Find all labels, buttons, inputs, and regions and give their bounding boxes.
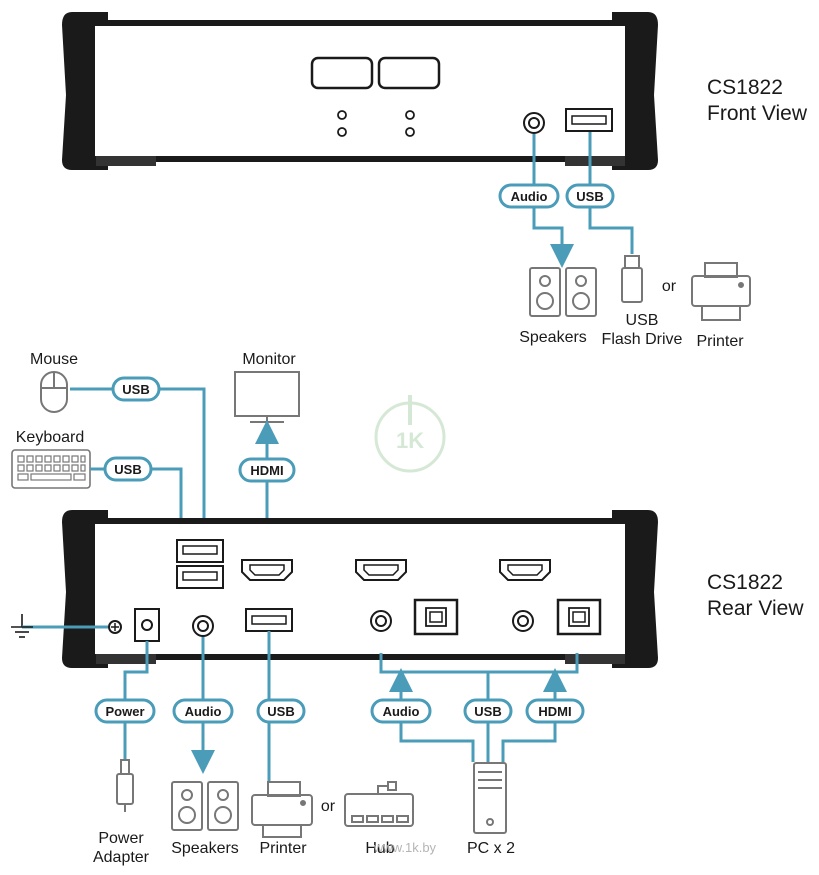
- badge-power: Power: [94, 698, 156, 724]
- svg-text:USB: USB: [267, 704, 294, 719]
- badge-usb-peripheral: USB: [256, 698, 306, 724]
- pc-label: PC x 2: [467, 840, 515, 857]
- pc-tower-icon: [473, 762, 507, 834]
- svg-text:Audio: Audio: [383, 704, 420, 719]
- pc1-audio-jack: [370, 610, 392, 632]
- badge-audio-pc: Audio: [370, 698, 432, 724]
- speakers-label-rear: Speakers: [171, 840, 239, 857]
- pc1-usb-b-port: [413, 598, 459, 636]
- keyboard-icon: [11, 449, 91, 489]
- console-hdmi-port: [241, 559, 293, 581]
- svg-text:USB: USB: [474, 704, 501, 719]
- front-device: [62, 12, 658, 170]
- badge-audio-console: Audio: [172, 698, 234, 724]
- rear-device: [62, 510, 658, 668]
- console-audio-jack: [192, 615, 214, 637]
- printer-label-front: Printer: [696, 333, 744, 350]
- svg-text:HDMI: HDMI: [538, 704, 571, 719]
- svg-text:USB: USB: [122, 382, 149, 397]
- pc2-usb-b-port: [556, 598, 602, 636]
- led-indicator: [405, 110, 415, 120]
- badge-hdmi-monitor: HDMI: [238, 457, 296, 483]
- monitor-label: Monitor: [242, 351, 296, 368]
- usb-flash-drive-label-1: USB: [626, 312, 659, 329]
- badge-hdmi-pc: HDMI: [525, 698, 585, 724]
- front-view-label: Front View: [707, 102, 808, 125]
- rear-view-label: Rear View: [707, 597, 804, 620]
- led-indicator: [337, 127, 347, 137]
- svg-text:1K: 1K: [396, 428, 424, 453]
- mouse-label: Mouse: [30, 351, 78, 368]
- or-text-rear: or: [321, 798, 336, 815]
- or-text-front: or: [662, 278, 677, 295]
- printer-label-rear: Printer: [259, 840, 307, 857]
- pc2-audio-jack: [512, 610, 534, 632]
- svg-text:USB: USB: [576, 189, 603, 204]
- ground-screw: [108, 620, 122, 634]
- front-cables: [532, 132, 634, 268]
- svg-text:Power: Power: [105, 704, 144, 719]
- speakers-icon: [529, 267, 597, 317]
- console-usb-port-1: [176, 539, 224, 563]
- badge-usb-pc: USB: [463, 698, 513, 724]
- front-audio-jack: [523, 112, 545, 134]
- pc1-hdmi-port: [355, 559, 407, 581]
- power-adapter-label-1: Power: [98, 830, 144, 847]
- hub-icon: [344, 781, 414, 827]
- svg-text:Audio: Audio: [511, 189, 548, 204]
- power-adapter-icon: [116, 759, 134, 812]
- svg-text:Audio: Audio: [185, 704, 222, 719]
- speakers-icon: [171, 781, 239, 831]
- badge-usb-front: USB: [565, 183, 615, 209]
- console-usb-port-2: [176, 565, 224, 589]
- printer-icon: [691, 262, 751, 321]
- badge-usb-mouse: USB: [111, 376, 161, 402]
- power-adapter-label-2: Adapter: [93, 849, 150, 866]
- rear-view-model: CS1822: [707, 571, 783, 594]
- svg-text:HDMI: HDMI: [250, 463, 283, 478]
- badge-audio-front: Audio: [498, 183, 560, 209]
- front-view-model: CS1822: [707, 76, 783, 99]
- printer-icon: [251, 781, 313, 838]
- badge-usb-keyboard: USB: [103, 456, 153, 482]
- keyboard-label: Keyboard: [16, 429, 85, 446]
- watermark-text: www.1k.by: [373, 840, 437, 855]
- front-usb-port: [565, 108, 613, 132]
- hub-label: Hub: [365, 840, 394, 857]
- usb-flash-drive-icon: [621, 255, 643, 303]
- led-indicator: [337, 110, 347, 120]
- port-select-button-2: [377, 56, 441, 90]
- pc2-hdmi-port: [499, 559, 551, 581]
- svg-text:USB: USB: [114, 462, 141, 477]
- led-indicator: [405, 127, 415, 137]
- watermark-logo: 1K: [374, 395, 446, 473]
- port-select-button-1: [310, 56, 374, 90]
- speakers-label-front: Speakers: [519, 329, 587, 346]
- usb-flash-drive-label-2: Flash Drive: [602, 331, 683, 348]
- ground-icon: [11, 614, 108, 638]
- monitor-icon: [234, 371, 300, 423]
- mouse-icon: [40, 371, 68, 413]
